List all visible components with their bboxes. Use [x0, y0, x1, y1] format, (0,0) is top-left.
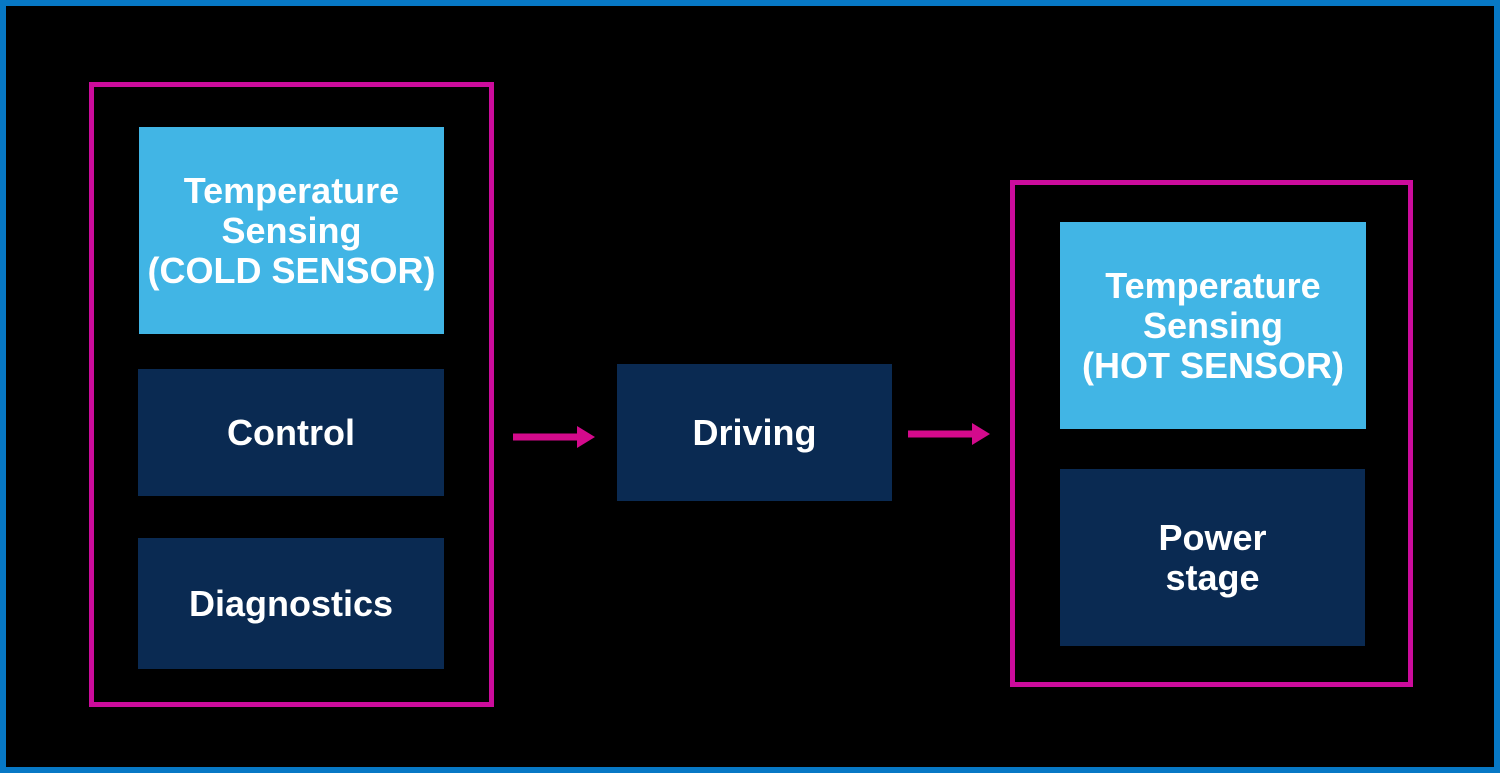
block-driving: Driving	[617, 364, 892, 501]
block-control: Control	[138, 369, 444, 496]
block-label-line: Sensing	[1142, 304, 1284, 346]
block-power-stage: Power stage	[1060, 469, 1365, 646]
block-label-line: Diagnostics	[188, 582, 394, 624]
arrow-right-icon	[513, 426, 595, 448]
block-label-line: (COLD SENSOR)	[147, 249, 436, 291]
block-label-line: stage	[1165, 556, 1260, 598]
block-label-line: (HOT SENSOR)	[1081, 344, 1344, 386]
block-diagnostics: Diagnostics	[138, 538, 444, 669]
hot-side-group: Temperature Sensing (HOT SENSOR) Power s…	[1010, 180, 1413, 687]
block-label-line: Temperature	[183, 169, 400, 211]
block-label-line: Power	[1158, 516, 1267, 558]
block-temperature-sensing-cold: Temperature Sensing (COLD SENSOR)	[139, 127, 444, 334]
block-label-line: Driving	[692, 411, 817, 453]
block-label-line: Temperature	[1105, 264, 1321, 306]
block-label-line: Sensing	[221, 209, 362, 251]
cold-side-group: Temperature Sensing (COLD SENSOR) Contro…	[89, 82, 494, 707]
arrow-right-icon	[908, 423, 990, 445]
block-temperature-sensing-hot: Temperature Sensing (HOT SENSOR)	[1060, 222, 1366, 429]
block-label-line: Control	[227, 411, 355, 453]
